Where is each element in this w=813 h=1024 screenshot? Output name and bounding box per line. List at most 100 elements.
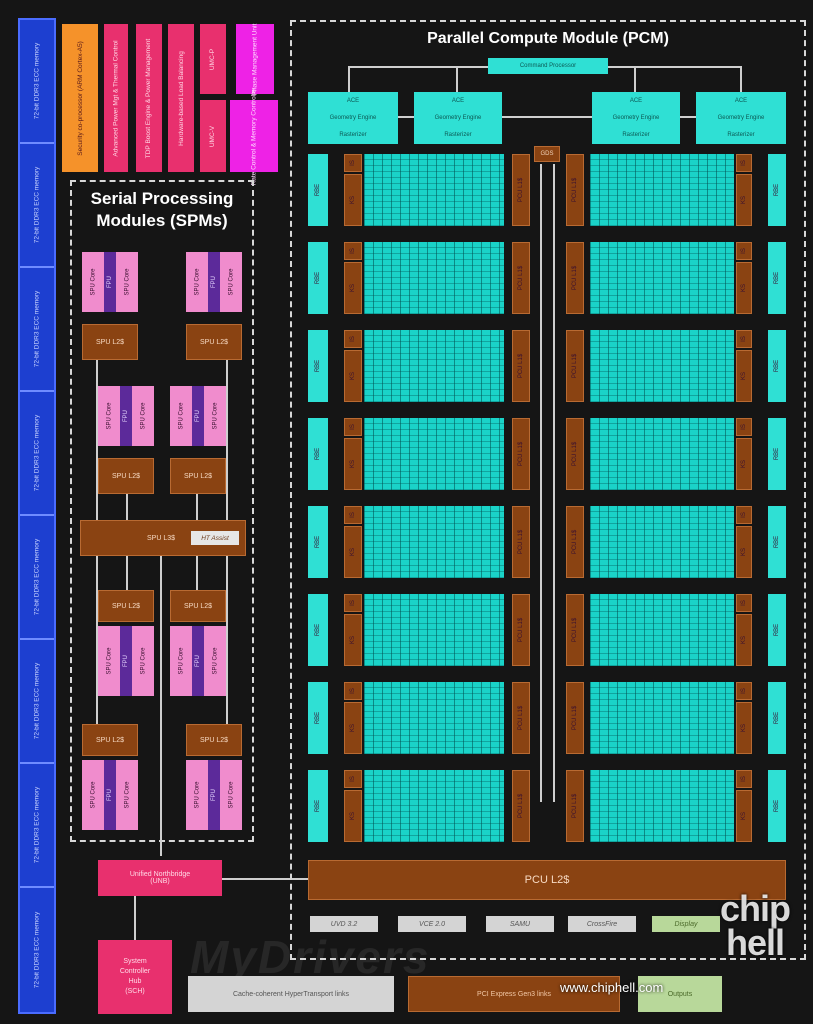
spu-module: SPU L2$ SPU Core FPU SPU Core	[170, 590, 226, 698]
spu-core: SPU Core	[204, 386, 226, 446]
compute-unit-grid	[590, 154, 734, 226]
memory-column: 72-bit DDR3 ECC memory 72-bit DDR3 ECC m…	[18, 18, 56, 1014]
spu-core: SPU Core	[170, 626, 192, 696]
tdp-boost-block: TDP Boost Engine & Power Management	[136, 24, 162, 172]
spu-cores: SPU Core FPU SPU Core	[170, 626, 226, 696]
rbe-block: RBE	[768, 506, 786, 578]
umc-v-block: UMC-V	[200, 100, 226, 172]
spu-l2-cache: SPU L2$	[82, 324, 138, 360]
connector-line	[740, 66, 742, 92]
memory-channel: 72-bit DDR3 ECC memory	[20, 392, 54, 516]
spu-core: SPU Core	[186, 252, 208, 312]
spu-l2-cache: SPU L2$	[186, 724, 242, 756]
compute-unit-grid	[590, 682, 734, 754]
system-controller-hub: System Controller Hub (SCH)	[98, 940, 172, 1014]
ks-block: KS	[344, 262, 362, 314]
ks-block: KS	[344, 174, 362, 226]
power-management-block: Advanced Power Mgt & Thermal Control	[104, 24, 128, 172]
fpu: FPU	[208, 760, 220, 830]
is-block: IS	[344, 418, 362, 436]
pcu-l1-cache: PCU L1$	[512, 154, 530, 226]
rbe-block: RBE	[308, 330, 328, 402]
rbe-block: RBE	[308, 418, 328, 490]
connector-line	[348, 66, 350, 92]
compute-unit-grid	[590, 506, 734, 578]
rbe-block: RBE	[768, 154, 786, 226]
pcu-l1-cache: PCU L1$	[512, 506, 530, 578]
spu-cores: SPU Core FPU SPU Core	[82, 760, 138, 830]
uvd-block: UVD 3.2	[310, 916, 378, 932]
pcu-l1-cache: PCU L1$	[512, 242, 530, 314]
compute-unit-grid	[590, 594, 734, 666]
ht-assist-block: HT Assist	[191, 531, 239, 545]
spu-l2-cache: SPU L2$	[186, 324, 242, 360]
samu-block: SAMU	[486, 916, 554, 932]
pcm-region	[290, 20, 806, 960]
pcu-l1-cache: PCU L1$	[566, 506, 584, 578]
connector-line	[553, 164, 555, 802]
compute-unit-grid	[364, 594, 504, 666]
memory-channel: 72-bit DDR3 ECC memory	[20, 764, 54, 888]
is-block: IS	[344, 242, 362, 260]
spu-module: SPU L2$ SPU Core FPU SPU Core	[98, 590, 154, 698]
rbe-block: RBE	[308, 242, 328, 314]
connector-line	[126, 494, 128, 520]
fpu: FPU	[192, 626, 204, 696]
pcu-l1-cache: PCU L1$	[512, 418, 530, 490]
display-outputs: Outputs	[638, 976, 722, 1012]
fpu: FPU	[120, 386, 132, 446]
compute-unit-grid	[590, 242, 734, 314]
display-block: Display	[652, 916, 720, 932]
pcie-links: PCI Express Gen3 links	[408, 976, 620, 1012]
spu-l2-cache: SPU L2$	[98, 458, 154, 494]
compute-unit-grid	[590, 770, 734, 842]
rbe-block: RBE	[768, 330, 786, 402]
spu-module: SPU L2$ SPU Core FPU SPU Core	[82, 724, 138, 832]
unified-northbridge: Unified Northbridge (UNB)	[98, 860, 222, 896]
compute-unit-grid	[364, 154, 504, 226]
memory-channel: 72-bit DDR3 ECC memory	[20, 20, 54, 144]
spu-core: SPU Core	[116, 760, 138, 830]
connector-line	[160, 556, 162, 856]
pcu-l1-cache: PCU L1$	[566, 418, 584, 490]
spu-l2-cache: SPU L2$	[98, 590, 154, 622]
pcu-l1-cache: PCU L1$	[512, 770, 530, 842]
compute-unit-grid	[364, 506, 504, 578]
spu-cores: SPU Core FPU SPU Core	[186, 252, 242, 312]
spu-cores: SPU Core FPU SPU Core	[170, 386, 226, 446]
connector-line	[226, 360, 228, 520]
ks-block: KS	[736, 702, 752, 754]
rbe-block: RBE	[308, 154, 328, 226]
connector-line	[540, 164, 542, 802]
spu-cores: SPU Core FPU SPU Core	[82, 252, 138, 312]
connector-line	[126, 556, 128, 590]
pcu-l1-cache: PCU L1$	[512, 682, 530, 754]
pcu-l1-cache: PCU L1$	[566, 154, 584, 226]
ks-block: KS	[736, 526, 752, 578]
is-block: IS	[736, 682, 752, 700]
spu-l2-cache: SPU L2$	[170, 590, 226, 622]
compute-unit-grid	[590, 330, 734, 402]
pcu-l1-cache: PCU L1$	[512, 594, 530, 666]
command-processor: Command Processor	[488, 58, 608, 74]
spu-core: SPU Core	[220, 760, 242, 830]
is-block: IS	[736, 418, 752, 436]
ks-block: KS	[736, 262, 752, 314]
ks-block: KS	[736, 438, 752, 490]
spu-module: SPU Core FPU SPU Core SPU L2$	[82, 252, 138, 360]
spu-core: SPU Core	[186, 760, 208, 830]
is-block: IS	[736, 594, 752, 612]
connector-line	[226, 556, 228, 726]
rbe-block: RBE	[768, 418, 786, 490]
fpu: FPU	[104, 252, 116, 312]
connector-line	[96, 360, 98, 520]
spu-core: SPU Core	[116, 252, 138, 312]
pcu-l1-cache: PCU L1$	[566, 330, 584, 402]
vce-block: VCE 2.0	[398, 916, 466, 932]
ks-block: KS	[344, 790, 362, 842]
rbe-block: RBE	[308, 770, 328, 842]
spu-module: SPU Core FPU SPU Core SPU L2$	[98, 386, 154, 494]
